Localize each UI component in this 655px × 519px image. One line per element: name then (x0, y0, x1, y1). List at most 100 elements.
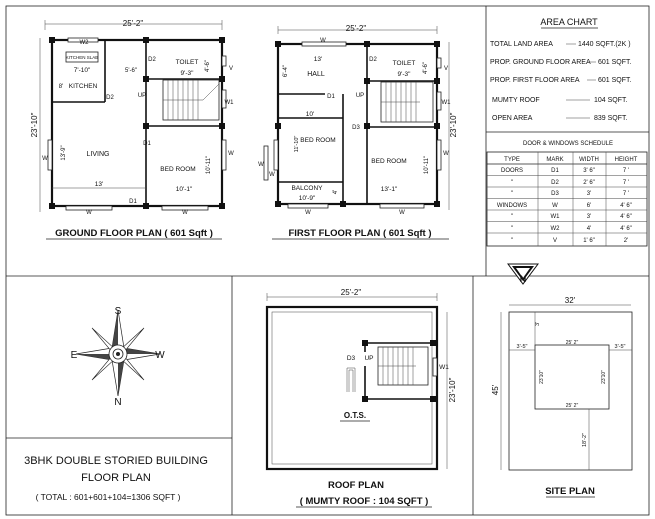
compass-e-label: E (71, 350, 78, 361)
schedule-cell: 3' (587, 191, 591, 197)
area-row-1-value: 1440 SQFT.(2K ) (578, 41, 631, 48)
ground-kitchen-width2: 5'-6" (125, 68, 137, 74)
area-row-5-label: OPEN AREA (492, 115, 533, 122)
ground-w2-label: W2 (80, 40, 90, 46)
ground-kitchen-slab-label: KITCHEN SLAB (66, 55, 99, 60)
first-d3-label: D3 (352, 125, 360, 131)
schedule-cell: 3' 6" (583, 168, 595, 174)
ground-w-bottom2: W (182, 210, 188, 216)
schedule-title: DOOR & WINDOWS SCHEDULE (523, 141, 613, 147)
schedule-header-mark: MARK (546, 157, 563, 163)
schedule-cell: W1 (551, 214, 561, 220)
schedule-cell: W2 (551, 226, 561, 232)
building-caption: 3BHK DOUBLE STORIED BUILDING FLOOR PLAN … (24, 455, 208, 502)
schedule-cell: D2 (551, 180, 559, 186)
site-inner-bottom: 25' 2" (566, 403, 579, 409)
site-inner-right: 23'10" (601, 370, 607, 384)
door-window-schedule: DOOR & WINDOWS SCHEDULE TYPE MARK WIDTH … (486, 131, 649, 247)
first-hall-label: HALL (307, 71, 325, 78)
first-d2-label: D2 (369, 57, 377, 63)
schedule-cell: 3' (587, 214, 591, 220)
ground-living-height: 13'-9" (61, 145, 67, 160)
schedule-cell: 2' (624, 238, 628, 244)
ground-up-label: UP (138, 93, 146, 99)
schedule-cell: 6' (587, 203, 591, 209)
schedule-header-width: WIDTH (579, 157, 599, 163)
site-dim-side: 45' (491, 384, 500, 395)
roof-title-line1: ROOF PLAN (328, 480, 384, 491)
first-hall-height: 6'-4" (283, 65, 289, 77)
first-toilet-label: TOILET (393, 60, 416, 67)
site-setback-top: 3' (535, 322, 541, 326)
schedule-cell: WINDOWS (497, 203, 527, 209)
schedule-cell: 1' 6" (583, 238, 595, 244)
ground-w-right: W (228, 151, 234, 157)
area-chart-title: AREA CHART (540, 17, 598, 27)
first-bedroom2-label: BED ROOM (371, 158, 406, 165)
first-dim-top: 25'-2" (346, 24, 367, 33)
schedule-cell: D1 (551, 168, 559, 174)
schedule-cell: 7 ' (623, 168, 629, 174)
first-toilet-width: 9'-3" (398, 71, 412, 78)
ground-w-left: W (42, 156, 48, 162)
first-w-balcony: W (258, 162, 264, 168)
first-bed2-width: 13'-1" (381, 186, 398, 193)
site-inner-top: 25' 2" (566, 340, 579, 346)
first-hall-width: 13' (314, 56, 322, 63)
schedule-cell: 4' (587, 226, 591, 232)
ground-w-bottom1: W (86, 210, 92, 216)
ground-toilet-height: 4'-6" (205, 60, 211, 72)
site-setback-left: 3'-5" (517, 344, 528, 350)
roof-title-line2: ( MUMTY ROOF : 104 SQFT ) (300, 496, 429, 507)
first-toilet-height: 4'-6" (423, 62, 429, 74)
first-bed2-height: 10'-11" (424, 156, 430, 174)
roof-w1-label: W1 (439, 364, 449, 371)
first-w-bottom1: W (305, 210, 311, 216)
site-setback-bottom: 18'-2" (582, 433, 588, 447)
ground-bedroom-label: BED ROOM (160, 166, 195, 173)
area-row-1-label: TOTAL LAND AREA (490, 41, 553, 48)
north-arrow-icon (507, 263, 539, 285)
ground-floor-plan: 25'-2" 23'-10" (30, 19, 235, 240)
ground-dim-top: 25'-2" (123, 19, 144, 28)
ground-v-label: V (229, 66, 233, 72)
site-dim-top: 32' (565, 296, 576, 305)
site-north-label: N (520, 274, 527, 284)
ground-bed-height: 10'-11" (206, 156, 212, 174)
schedule-header-height: HEIGHT (615, 157, 638, 163)
sheet-frame (5, 5, 650, 516)
schedule-cell: DOORS (501, 168, 523, 174)
ground-toilet-label: TOILET (176, 59, 199, 66)
caption-line1: 3BHK DOUBLE STORIED BUILDING (24, 455, 208, 467)
site-inner-left: 23'10" (539, 370, 545, 384)
schedule-cell: " (511, 214, 513, 220)
first-floor-plan: 25'-2" 23'-10" (258, 24, 458, 240)
compass-s-label: S (115, 306, 122, 317)
schedule-cell: " (511, 180, 513, 186)
compass-rose: S N E W (71, 306, 166, 408)
ground-d1-mid-label: D1 (143, 141, 151, 147)
site-setback-right: 3'-5" (615, 344, 626, 350)
ground-toilet-width: 9'-3" (181, 70, 195, 77)
first-up-label: UP (356, 93, 364, 99)
ground-w1-label: W1 (225, 100, 235, 106)
ground-kitchen-width: 7'-10" (74, 67, 91, 74)
roof-dim-side: 23'-10" (448, 377, 457, 402)
roof-up-label: UP (364, 355, 373, 362)
first-dim-side: 23'-10" (449, 112, 458, 137)
ground-dim-side: 23'-10" (30, 112, 39, 137)
ground-living-width: 13' (95, 181, 103, 188)
area-row-2-value: 601 SQFT. (598, 59, 632, 66)
area-row-5-value: 839 SQFT. (594, 115, 628, 122)
area-row-4-value: 104 SQFT. (594, 97, 628, 104)
first-bed1-width: 10' (306, 111, 314, 118)
first-w-bottom2: W (399, 210, 405, 216)
schedule-cell: 7 ' (623, 191, 629, 197)
schedule-cell: 4' 6" (620, 214, 632, 220)
first-balcony-height: 4' (333, 190, 339, 194)
roof-d3-label: D3 (347, 355, 356, 362)
schedule-cell: 2' 6" (583, 180, 595, 186)
first-w-right: W (443, 151, 449, 157)
schedule-cell: 4' 6" (620, 226, 632, 232)
first-balcony-label: BALCONY (291, 185, 323, 192)
